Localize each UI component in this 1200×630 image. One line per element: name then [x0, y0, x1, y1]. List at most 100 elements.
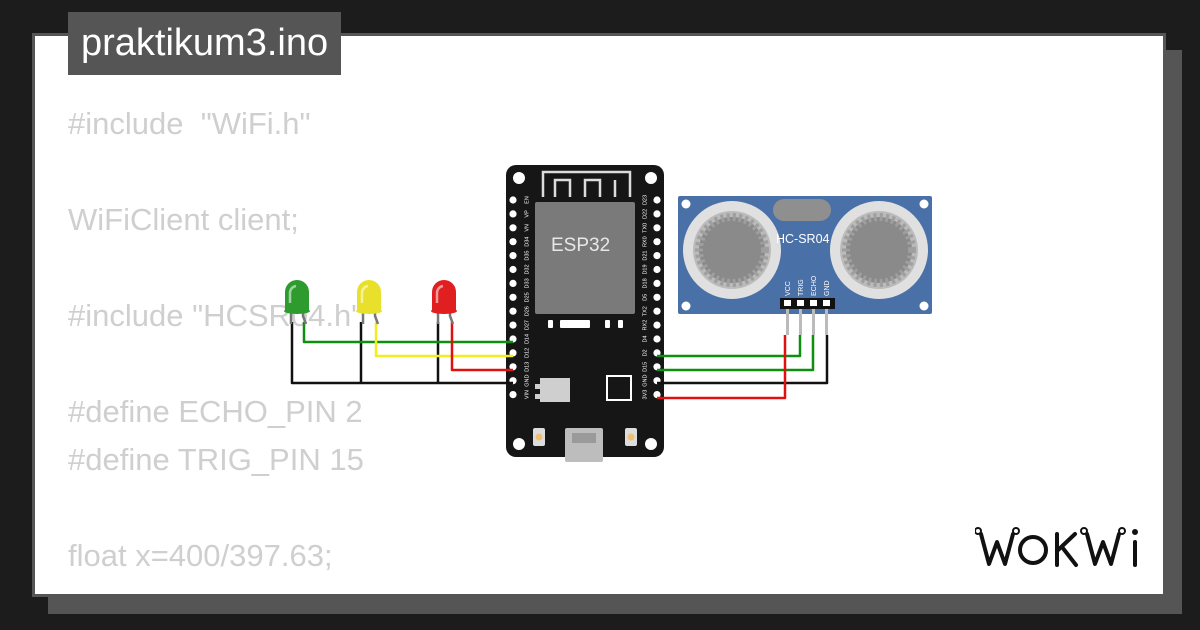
sensor-pin-header [780, 298, 835, 335]
board-pin-label: D18 [642, 278, 648, 288]
wire-yellow-led-d12 [374, 322, 513, 358]
board-pin-label: D13 [524, 362, 530, 372]
board-pin-label: D32 [524, 264, 530, 274]
board-pin-hole[interactable] [509, 307, 517, 315]
board-pin-hole[interactable] [509, 224, 517, 232]
board-pin-hole[interactable] [653, 252, 661, 260]
board-pin-hole[interactable] [509, 265, 517, 274]
wire-ground-green-led [290, 322, 513, 385]
wire-green-led-d14 [302, 322, 513, 344]
board-pin-label: RX0 [642, 236, 648, 247]
board-pin-hole[interactable] [653, 224, 661, 232]
board-pin-label: D34 [524, 237, 530, 247]
board-pin-label: GND [524, 375, 530, 387]
wire-red-led-d13 [450, 322, 513, 372]
board-pin-hole[interactable] [509, 210, 517, 218]
wire-gnd [657, 335, 829, 385]
sensor-pin-label: TRIG [798, 279, 805, 296]
code-line: #define TRIG_PIN 15 [68, 442, 364, 477]
board-pin-hole[interactable] [653, 265, 661, 274]
board-pin-label: D5 [642, 294, 648, 301]
wires [290, 322, 829, 400]
board-pin-label: D2 [642, 349, 648, 356]
board-pin-label: VIN [524, 390, 530, 399]
board-pin-label: EN [524, 196, 530, 204]
board-pin-label: TX0 [642, 223, 648, 233]
sensor-pin-label: VCC [785, 281, 792, 296]
board-pin-label: D12 [524, 348, 530, 358]
board-pin-hole[interactable] [653, 321, 661, 329]
board-pin-hole[interactable] [509, 391, 517, 399]
sensor-pin-label: GND [824, 280, 831, 296]
board-pin-label: D25 [524, 292, 530, 302]
board-pin-hole[interactable] [509, 293, 517, 301]
crystal-oscillator [773, 199, 831, 221]
board-pin-hole[interactable] [509, 349, 517, 357]
board-pin-label: D35 [524, 251, 530, 261]
code-line: #include "HCSR04.h" [68, 298, 363, 333]
code-line: float x=400/397.63; [68, 538, 333, 573]
board-pin-label: D4 [642, 335, 648, 342]
usb-chip [606, 375, 632, 401]
sensor-pin-label: ECHO [811, 275, 818, 296]
right-header-pins [653, 196, 661, 399]
red-led[interactable] [431, 280, 457, 325]
board-pin-label: D33 [524, 278, 530, 288]
board-pin-label: RX2 [642, 320, 648, 331]
wire-trig-d2 [657, 335, 802, 358]
code-preview: #include "WiFi.h" WiFiClient client; #incl… [68, 100, 364, 580]
right-transducer [830, 201, 928, 299]
board-pin-label: D22 [642, 209, 648, 219]
board-pin-label: D14 [524, 334, 530, 344]
board-pin-hole[interactable] [653, 307, 661, 315]
code-line: #define ECHO_PIN 2 [68, 394, 363, 429]
board-pin-label: VN [524, 224, 530, 232]
board-pin-hole[interactable] [509, 252, 517, 260]
wokwi-logo [975, 527, 1138, 567]
board-pin-hole[interactable] [509, 321, 517, 329]
board-pin-label: D27 [524, 320, 530, 330]
sensor-label: HC-SR04 [776, 232, 830, 246]
hc-sr04-sensor[interactable]: HC-SR04 VCC TRIG ECHO GND [678, 196, 932, 335]
wire-echo-d15 [657, 335, 815, 372]
board-pin-hole[interactable] [653, 238, 661, 246]
board-pin-hole[interactable] [509, 279, 517, 287]
led-group [284, 280, 457, 325]
board-pin-hole[interactable] [653, 279, 661, 287]
antenna-trace [541, 170, 632, 197]
board-pin-hole[interactable] [653, 335, 661, 343]
green-led[interactable] [284, 280, 310, 325]
board-pin-label: 3V3 [642, 390, 648, 400]
board-pin-hole[interactable] [509, 363, 517, 371]
left-transducer [683, 201, 781, 299]
board-pin-hole[interactable] [653, 210, 661, 218]
board-pin-label: D26 [524, 306, 530, 316]
board-pin-hole[interactable] [653, 293, 661, 301]
board-pin-hole[interactable] [653, 349, 661, 357]
yellow-led[interactable] [356, 280, 382, 325]
esp32-module [535, 202, 635, 314]
board-pin-hole[interactable] [653, 196, 661, 204]
file-title-tab: praktikum3.ino [68, 12, 342, 75]
board-pin-hole[interactable] [509, 238, 517, 246]
board-pin-hole[interactable] [509, 196, 517, 204]
code-line: #include "WiFi.h" [68, 106, 311, 141]
board-pin-label: D19 [642, 264, 648, 274]
board-pin-hole[interactable] [653, 363, 661, 371]
board-pin-hole[interactable] [653, 391, 661, 399]
board-pin-label: D21 [642, 251, 648, 261]
wire-vcc-3v3 [657, 335, 787, 400]
esp32-label: ESP32 [551, 235, 610, 256]
esp32-board[interactable]: ESP32 ENVPVND34D35D32D33D25D26D27D14D12D… [506, 165, 664, 462]
left-header-pins [509, 196, 517, 399]
code-line: WiFiClient client; [68, 202, 299, 237]
board-pin-label: VP [524, 210, 530, 218]
board-pin-label: TX2 [642, 306, 648, 316]
board-pin-label: D23 [642, 195, 648, 205]
voltage-regulator [540, 378, 570, 402]
board-pin-label: GND [642, 375, 648, 387]
board-pin-label: D15 [642, 362, 648, 372]
